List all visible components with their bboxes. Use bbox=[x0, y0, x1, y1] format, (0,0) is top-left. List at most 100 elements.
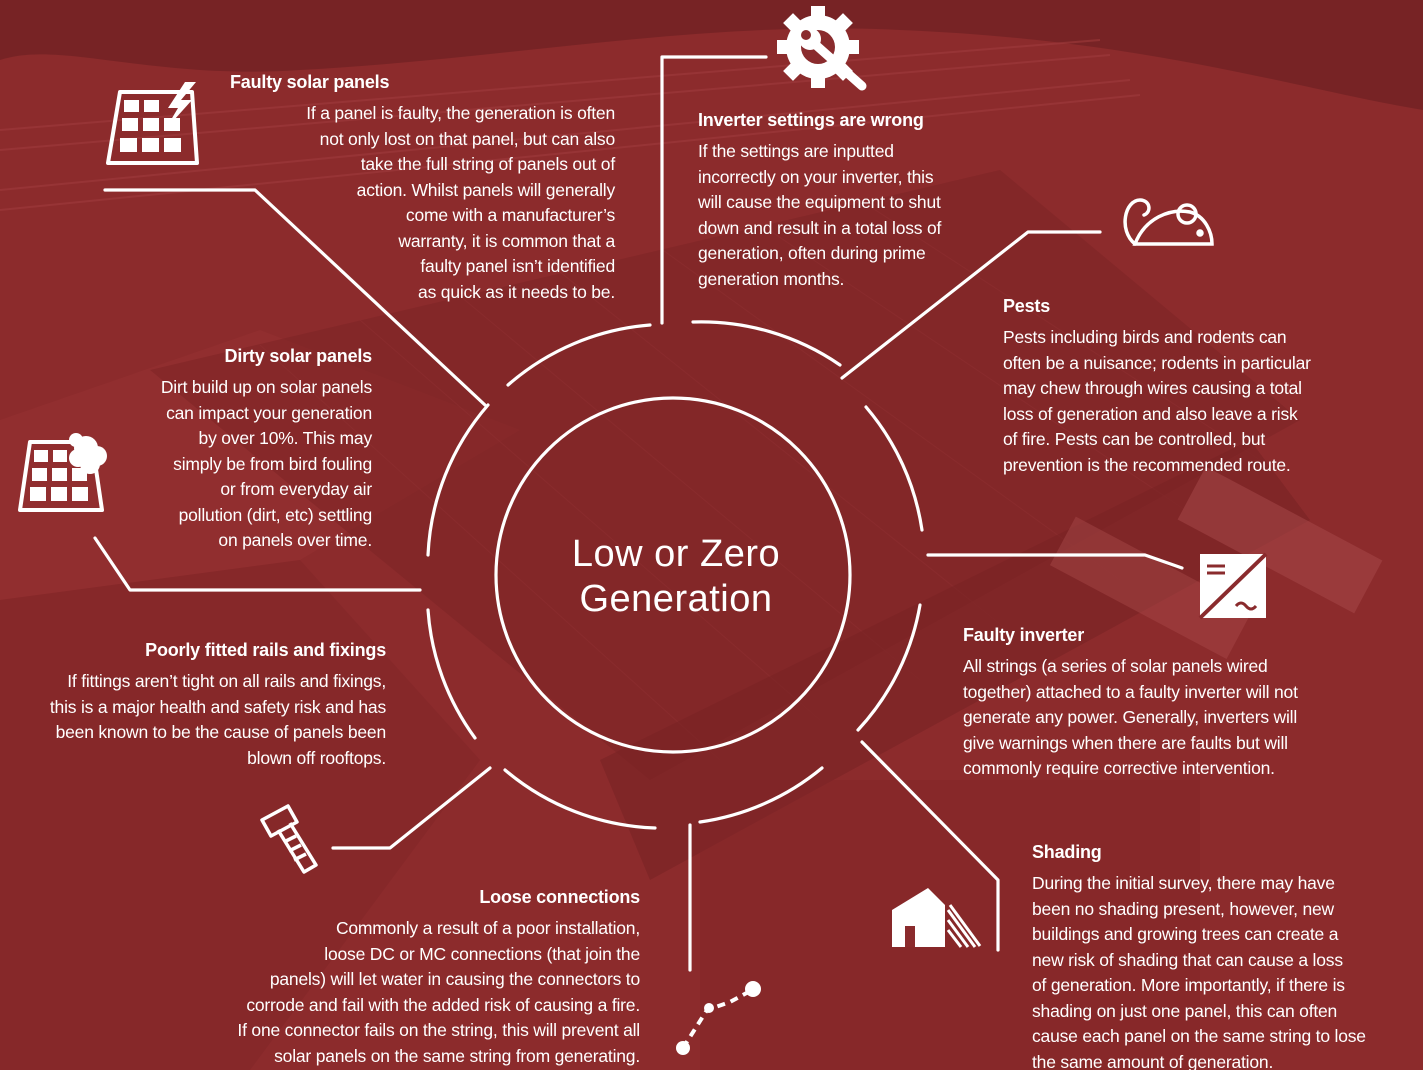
ring-arc-left-upper bbox=[426, 403, 490, 557]
pests-title: Pests bbox=[1003, 296, 1051, 316]
text-line: new risk of shading that can cause a los… bbox=[1032, 949, 1343, 970]
text-line: buildings and growing trees can create a bbox=[1032, 924, 1339, 944]
text-line: pollution (dirt, etc) settling bbox=[178, 504, 373, 525]
text-line: prevention is the recommended route. bbox=[1003, 454, 1291, 475]
text-line: Pests including birds and rodents can bbox=[1003, 327, 1287, 347]
inverter-settings-text: If the settings are inputted incorrectly … bbox=[698, 139, 998, 292]
text-line: During the initial survey, there may hav… bbox=[1032, 873, 1335, 893]
text-line: shading on just one panel, this can ofte… bbox=[1032, 1000, 1338, 1021]
connector-dirty-panels bbox=[93, 536, 422, 592]
shading-text: During the initial survey, there may hav… bbox=[1032, 871, 1422, 1075]
dirty-panels-title: Dirty solar panels bbox=[224, 346, 373, 366]
text-line: down and result in a total loss of bbox=[698, 217, 942, 238]
inverter-settings-block: Inverter settings are wrong If the setti… bbox=[698, 110, 998, 292]
text-line: If one connector fails on the string, th… bbox=[237, 1020, 640, 1040]
text-line: If fittings aren’t tight on all rails an… bbox=[67, 671, 386, 691]
text-line: generation, often during prime bbox=[698, 243, 926, 263]
faulty-panels-title: Faulty solar panels bbox=[230, 72, 390, 92]
connector-pests bbox=[840, 230, 1102, 380]
text-line: loose DC or MC connections (that join th… bbox=[324, 943, 640, 964]
ring-arc-right-lower bbox=[856, 603, 922, 732]
rails-title: Poorly fitted rails and fixings bbox=[145, 640, 386, 660]
rails-text: If fittings aren’t tight on all rails an… bbox=[0, 669, 386, 771]
inverter-settings-title: Inverter settings are wrong bbox=[698, 110, 924, 130]
connector-rails bbox=[331, 766, 492, 850]
text-line: often be a nuisance; rodents in particul… bbox=[1003, 352, 1311, 373]
connector-shading bbox=[860, 740, 1000, 952]
faulty-panels-text: If a panel is faulty, the generation is … bbox=[150, 101, 615, 305]
connection-icon bbox=[676, 981, 761, 1055]
text-line: commonly require corrective intervention… bbox=[963, 758, 1275, 778]
text-line: can impact your generation bbox=[166, 402, 372, 423]
text-line: as quick as it needs to be. bbox=[418, 281, 615, 302]
ring-arc-top-right bbox=[691, 320, 842, 367]
text-line: of fire. Pests can be controlled, but bbox=[1003, 429, 1266, 449]
connector-faulty-inverter bbox=[926, 553, 1184, 570]
text-line: come with a manufacturer’s bbox=[405, 205, 615, 225]
text-line: loss of generation and also leave a risk bbox=[1003, 403, 1298, 424]
bolt-icon bbox=[260, 804, 318, 874]
inverter-icon bbox=[1198, 552, 1268, 620]
text-line: the same amount of generation. bbox=[1032, 1051, 1274, 1072]
text-line: simply be from bird fouling bbox=[173, 453, 372, 474]
text-line: cause each panel on the same string to l… bbox=[1032, 1026, 1366, 1046]
text-line: faulty panel isn’t identified bbox=[420, 256, 615, 276]
text-line: solar panels on the same string from gen… bbox=[274, 1045, 640, 1066]
text-line: Commonly a result of a poor installation… bbox=[335, 918, 640, 938]
rails-block: Poorly fitted rails and fixings If fitti… bbox=[0, 640, 386, 771]
dirty-panels-block: Dirty solar panels Dirt build up on sola… bbox=[100, 346, 372, 554]
center-title: Low or Zero Generation bbox=[520, 532, 832, 622]
text-line: generation months. bbox=[698, 268, 845, 289]
loose-connections-title: Loose connections bbox=[479, 887, 640, 907]
text-line: of generation. More importantly, if ther… bbox=[1032, 975, 1345, 995]
text-line: or from everyday air bbox=[220, 479, 372, 499]
solar-panel-lightning-icon bbox=[106, 82, 199, 165]
text-line: action. Whilst panels will generally bbox=[356, 179, 616, 200]
center-circle bbox=[494, 396, 852, 754]
ring-arc-bottom-right bbox=[698, 766, 824, 824]
text-line: give warnings when there are faults but … bbox=[963, 732, 1288, 753]
ring-arc-right-upper bbox=[864, 405, 924, 532]
text-line: by over 10%. This may bbox=[198, 428, 373, 448]
text-line: together) attached to a faulty inverter … bbox=[963, 681, 1298, 702]
faulty-inverter-text: All strings (a series of solar panels wi… bbox=[963, 654, 1383, 782]
text-line: on panels over time. bbox=[218, 530, 372, 550]
text-line: will cause the equipment to shut bbox=[698, 192, 941, 212]
text-line: Dirt build up on solar panels bbox=[160, 377, 372, 397]
center-title-line1: Low or Zero bbox=[571, 533, 781, 575]
faulty-inverter-block: Faulty inverter All strings (a series of… bbox=[963, 625, 1383, 782]
text-line: warranty, it is common that a bbox=[398, 230, 615, 251]
ring-arc-top-left bbox=[506, 323, 652, 387]
building-shade-icon bbox=[892, 888, 982, 948]
text-line: incorrectly on your inverter, this bbox=[698, 166, 934, 187]
shading-block: Shading During the initial survey, there… bbox=[1032, 842, 1422, 1075]
loose-connections-block: Loose connections Commonly a result of a… bbox=[150, 887, 640, 1069]
text-line: may chew through wires causing a total bbox=[1003, 378, 1302, 398]
text-line: panels) will let water in causing the co… bbox=[269, 969, 640, 989]
center-title-line2: Generation bbox=[579, 578, 773, 620]
text-line: not only lost on that panel, but can als… bbox=[319, 128, 616, 149]
text-line: If the settings are inputted bbox=[698, 141, 894, 161]
text-line: this is a major health and safety risk a… bbox=[49, 696, 386, 717]
faulty-inverter-title: Faulty inverter bbox=[963, 625, 1085, 645]
pests-text: Pests including birds and rodents can oft… bbox=[1003, 325, 1383, 478]
faulty-panels-block: Faulty solar panels If a panel is faulty… bbox=[150, 72, 615, 305]
text-line: All strings (a series of solar panels wi… bbox=[963, 656, 1268, 676]
gear-wrench-icon bbox=[777, 6, 867, 91]
ring-arc-bottom-left bbox=[503, 768, 657, 830]
text-line: take the full string of panels out of bbox=[360, 154, 615, 174]
text-line: been no shading present, however, new bbox=[1032, 898, 1334, 919]
dirty-panels-text: Dirt build up on solar panels can impact … bbox=[100, 375, 372, 554]
loose-connections-text: Commonly a result of a poor installation… bbox=[150, 916, 640, 1069]
shading-title: Shading bbox=[1032, 842, 1102, 862]
text-line: If a panel is faulty, the generation is … bbox=[306, 103, 615, 123]
text-line: generate any power. Generally, inverters… bbox=[963, 707, 1298, 727]
ring-arc-left-lower bbox=[426, 608, 477, 740]
text-line: been known to be the cause of panels bee… bbox=[55, 722, 387, 742]
mouse-icon bbox=[1123, 198, 1214, 246]
solar-panel-dirt-icon bbox=[18, 433, 107, 512]
connector-inverter-settings bbox=[660, 55, 768, 325]
pests-block: Pests Pests including birds and rodents … bbox=[1003, 296, 1383, 478]
